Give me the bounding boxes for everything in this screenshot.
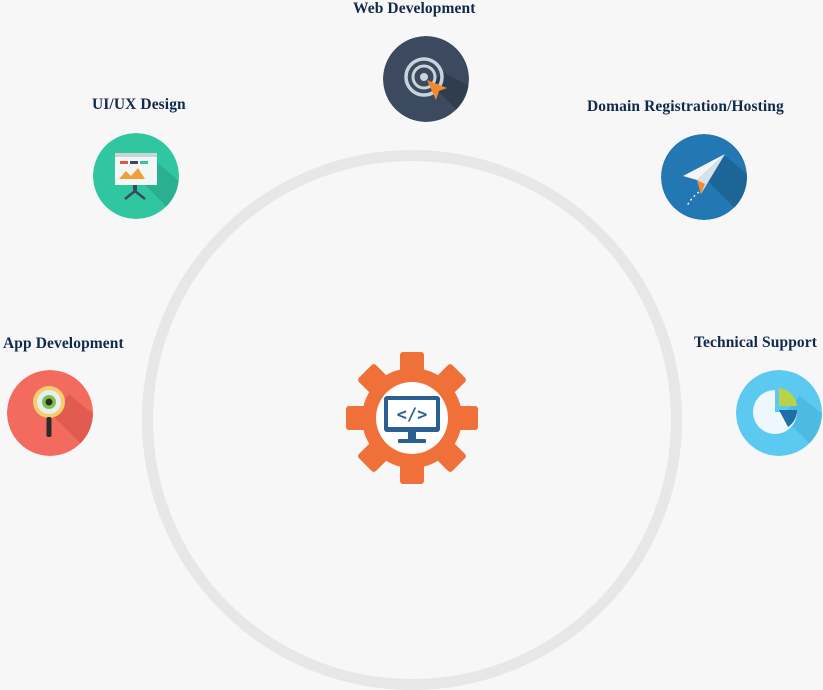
target-cursor-icon[interactable] <box>383 36 469 122</box>
presentation-board-icon[interactable] <box>93 133 179 219</box>
domain-registration-hosting-label: Domain Registration/Hosting <box>587 98 784 115</box>
pie-chart-icon[interactable] <box>736 370 822 456</box>
svg-text:</>: </> <box>397 405 428 425</box>
app-development-label: App Development <box>3 335 124 352</box>
technical-support-label: Technical Support <box>694 334 818 351</box>
gear-code-monitor-icon: </> <box>346 352 478 484</box>
web-development-label: Web Development <box>353 0 476 17</box>
magnifier-eye-icon[interactable] <box>7 370 93 456</box>
ui-ux-design-label: UI/UX Design <box>92 96 186 113</box>
paper-plane-icon[interactable] <box>661 134 747 220</box>
